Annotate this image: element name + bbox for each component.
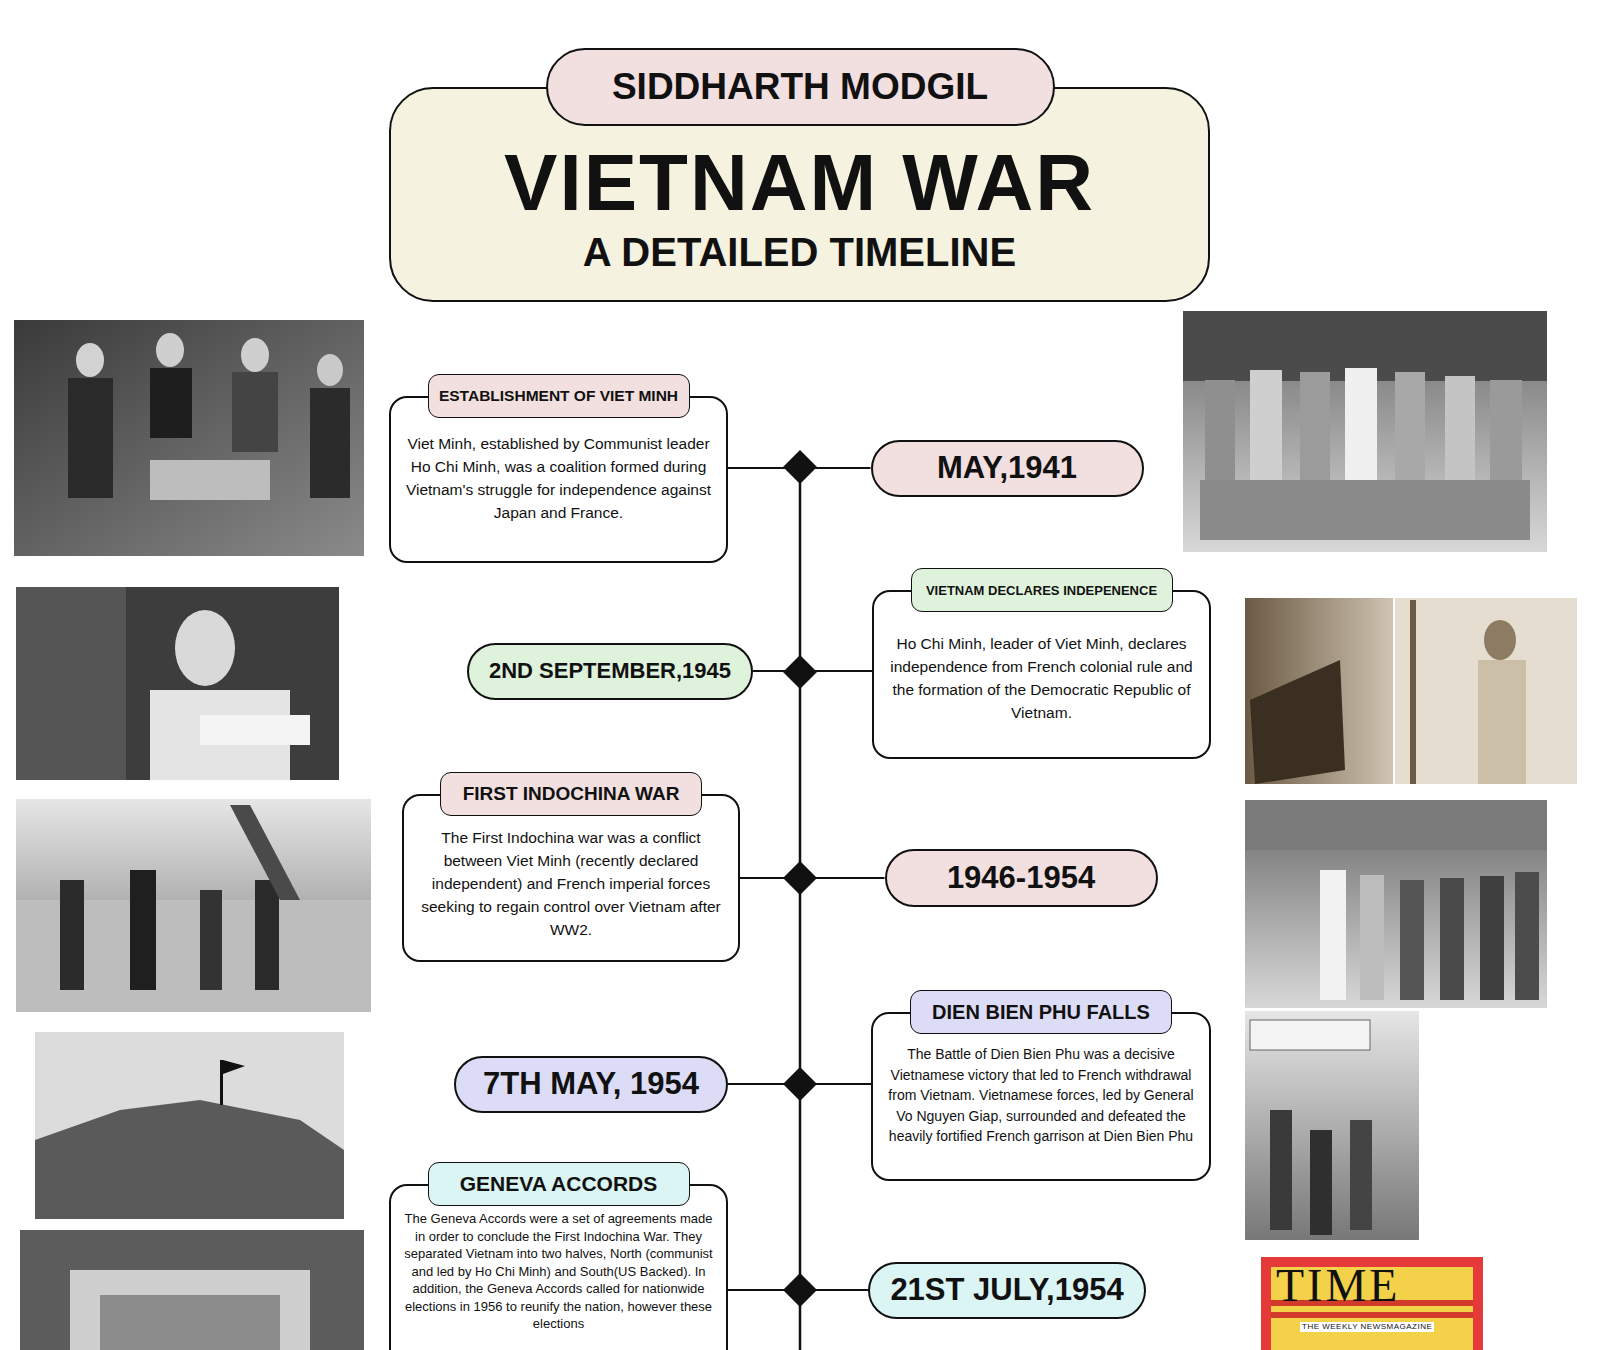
event-heading: ESTABLISHMENT OF VIET MINH bbox=[428, 374, 690, 418]
event-box: DIEN BIEN PHU FALLSThe Battle of Dien Bi… bbox=[871, 1012, 1211, 1181]
timeline-diamond bbox=[783, 655, 817, 689]
date-text: 1946-1954 bbox=[947, 860, 1095, 896]
date-text: SIDDHARTH MODGIL bbox=[612, 66, 988, 108]
event-box: ESTABLISHMENT OF VIET MINHViet Minh, est… bbox=[389, 396, 728, 563]
timeline-diamond bbox=[783, 861, 817, 895]
photo bbox=[1245, 800, 1547, 1008]
event-description: Viet Minh, established by Communist lead… bbox=[405, 432, 712, 524]
timeline-diamond bbox=[783, 450, 817, 484]
date-pill: 21ST JULY,1954 bbox=[868, 1262, 1145, 1319]
subtitle: A DETAILED TIMELINE bbox=[391, 231, 1208, 273]
timeline-diamond bbox=[783, 1067, 817, 1101]
date-text: 21ST JULY,1954 bbox=[890, 1272, 1123, 1308]
main-title: VIETNAM WAR bbox=[391, 141, 1208, 225]
event-box: VIETNAM DECLARES INDEPENENCEHo Chi Minh,… bbox=[872, 590, 1211, 759]
photo bbox=[14, 320, 364, 556]
timeline-spine bbox=[799, 467, 802, 1350]
magazine-cover bbox=[1261, 1257, 1483, 1350]
date-pill: 7TH MAY, 1954 bbox=[454, 1056, 728, 1113]
photo bbox=[1245, 598, 1577, 784]
event-heading: VIETNAM DECLARES INDEPENENCE bbox=[911, 568, 1173, 612]
date-text: MAY,1941 bbox=[937, 450, 1077, 486]
photo bbox=[16, 587, 339, 780]
event-description: The First Indochina war was a conflict b… bbox=[418, 826, 724, 941]
magazine-tagline: THE WEEKLY NEWSMAGAZINE bbox=[1300, 1322, 1434, 1332]
magazine-title: TIME bbox=[1274, 1262, 1402, 1310]
photo bbox=[1183, 311, 1547, 552]
photo bbox=[20, 1230, 364, 1350]
event-box: GENEVA ACCORDSThe Geneva Accords were a … bbox=[389, 1184, 728, 1350]
event-heading: FIRST INDOCHINA WAR bbox=[440, 772, 702, 816]
date-text: 7TH MAY, 1954 bbox=[483, 1066, 699, 1102]
event-description: The Geneva Accords were a set of agreeme… bbox=[400, 1210, 717, 1333]
event-heading: GENEVA ACCORDS bbox=[428, 1162, 690, 1206]
timeline-diamond bbox=[783, 1273, 817, 1307]
date-text: 2ND SEPTEMBER,1945 bbox=[489, 658, 731, 684]
author-pill: SIDDHARTH MODGIL bbox=[546, 48, 1055, 126]
date-pill: 2ND SEPTEMBER,1945 bbox=[467, 643, 753, 700]
photo bbox=[16, 799, 371, 1012]
date-pill: 1946-1954 bbox=[885, 849, 1158, 907]
date-pill: MAY,1941 bbox=[871, 440, 1144, 497]
event-description: The Battle of Dien Bien Phu was a decisi… bbox=[887, 1044, 1195, 1147]
photo bbox=[1245, 1011, 1419, 1240]
event-box: FIRST INDOCHINA WARThe First Indochina w… bbox=[402, 794, 740, 962]
event-heading: DIEN BIEN PHU FALLS bbox=[910, 990, 1172, 1034]
photo bbox=[35, 1032, 344, 1219]
event-description: Ho Chi Minh, leader of Viet Minh, declar… bbox=[888, 632, 1195, 724]
